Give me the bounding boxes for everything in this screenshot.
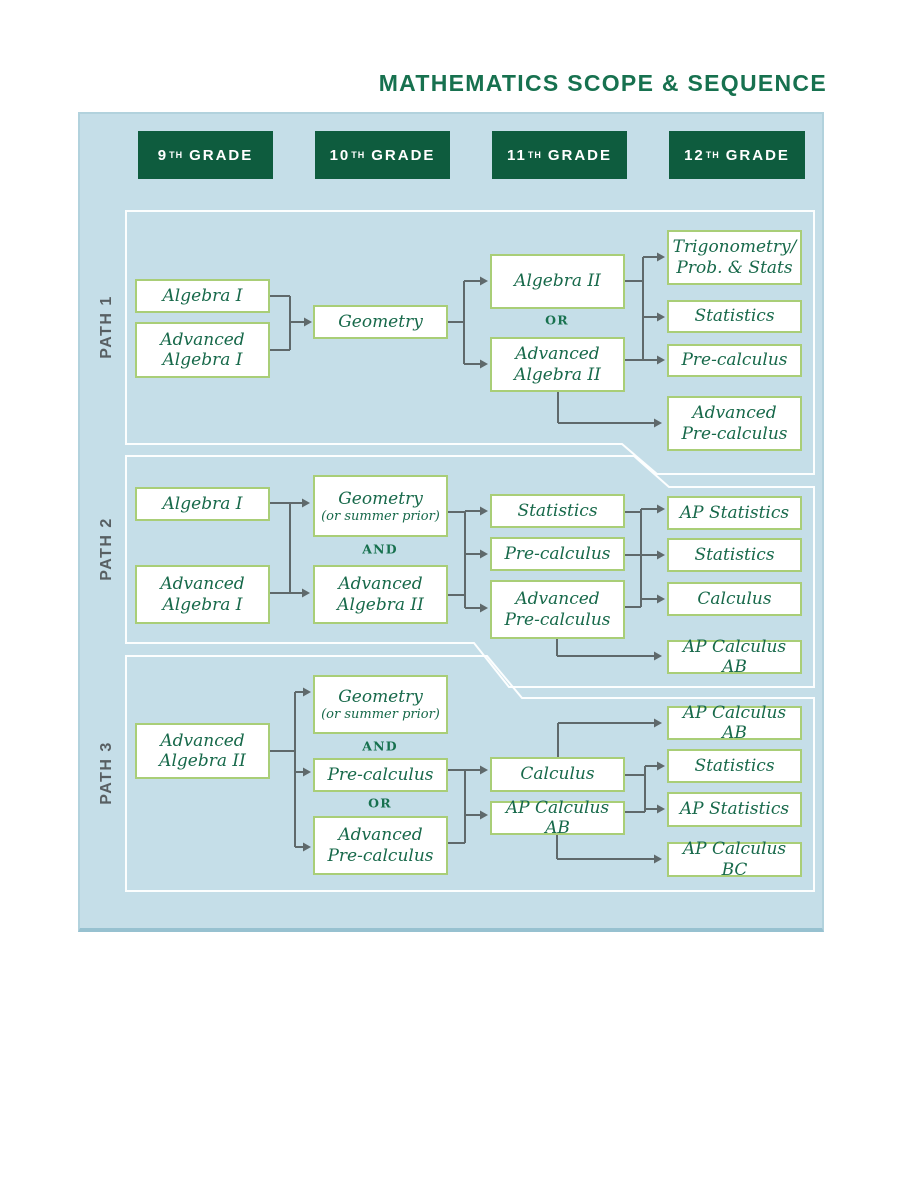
course-label: Statistics <box>694 306 775 327</box>
course-label: AP Statistics <box>679 502 790 523</box>
course-box-p2-advanced-algebra-1: Advanced Algebra I <box>135 565 270 624</box>
course-label: Advanced Pre-calculus <box>327 825 434 866</box>
page-title: MATHEMATICS SCOPE & SEQUENCE <box>378 70 827 96</box>
course-label: Calculus <box>520 764 595 785</box>
course-box-p3-ap-statistics: AP Statistics <box>667 792 802 827</box>
course-box-p1-pre-calculus: Pre-calculus <box>667 344 802 377</box>
connector-label-p3-and: AND <box>362 738 398 754</box>
course-box-p3-calculus: Calculus <box>490 757 625 792</box>
course-label: Statistics <box>694 544 775 565</box>
course-label: Algebra II <box>514 271 601 292</box>
course-label: Algebra I <box>162 285 243 306</box>
course-label: Advanced Pre-calculus <box>504 589 611 630</box>
course-box-p1-statistics: Statistics <box>667 300 802 333</box>
grade-word: GRADE <box>371 146 436 164</box>
course-sublabel: (or summer prior) <box>321 707 440 723</box>
course-label: Advanced Pre-calculus <box>681 403 788 444</box>
course-label: AP Calculus AB <box>505 797 610 838</box>
course-label: Statistics <box>517 500 598 521</box>
course-box-p2-advanced-pre-calculus: Advanced Pre-calculus <box>490 580 625 639</box>
course-label: AP Calculus BC <box>682 839 787 880</box>
course-box-p2-statistics-11: Statistics <box>490 494 625 528</box>
course-box-p2-algebra-1: Algebra I <box>135 487 270 521</box>
course-label: Advanced Algebra II <box>159 730 246 771</box>
grade-number: 9 <box>157 146 169 164</box>
course-box-p1-advanced-pre-calculus: Advanced Pre-calculus <box>667 396 802 451</box>
course-label: Pre-calculus <box>681 350 788 371</box>
course-box-p3-ap-calculus-bc: AP Calculus BC <box>667 839 802 880</box>
course-box-p3-advanced-pre-calculus: Advanced Pre-calculus <box>313 816 448 875</box>
course-box-p3-geometry: Geometry(or summer prior) <box>313 675 448 734</box>
grade-number: 10 <box>329 146 351 164</box>
path-2-label: PATH 2 <box>98 517 115 581</box>
course-box-p1-algebra-1: Algebra I <box>135 279 270 313</box>
course-label: Trigonometry/ Prob. & Stats <box>672 237 797 278</box>
course-box-p1-trigonometry-prob-stats: Trigonometry/ Prob. & Stats <box>667 230 802 285</box>
course-box-p1-geometry: Geometry <box>313 305 448 339</box>
course-box-p1-advanced-algebra-1: Advanced Algebra I <box>135 322 270 378</box>
course-label: Algebra I <box>162 493 243 514</box>
grade-number: 12 <box>684 146 705 164</box>
grade-word: GRADE <box>547 146 613 164</box>
course-label: AP Calculus AB <box>682 636 787 677</box>
course-label: Calculus <box>697 588 772 609</box>
course-box-p3-pre-calculus-10: Pre-calculus <box>313 758 448 792</box>
course-box-p2-ap-statistics: AP Statistics <box>667 496 802 530</box>
course-box-p1-advanced-algebra-2: Advanced Algebra II <box>490 337 625 392</box>
course-label: AP Statistics <box>679 799 790 820</box>
course-label: Geometry <box>338 488 423 509</box>
course-label: AP Calculus AB <box>682 702 787 743</box>
course-label: Geometry <box>338 687 423 708</box>
course-label: Advanced Algebra II <box>514 344 601 385</box>
path-3-label: PATH 3 <box>98 741 115 805</box>
course-box-p2-ap-calculus-ab: AP Calculus AB <box>667 636 802 677</box>
path-1-label: PATH 1 <box>98 295 115 359</box>
course-box-p2-calculus: Calculus <box>667 582 802 616</box>
course-box-p2-geometry: Geometry(or summer prior) <box>313 475 448 537</box>
course-label: Geometry <box>338 311 423 332</box>
course-box-p1-algebra-2: Algebra II <box>490 254 625 309</box>
course-box-p3-ap-calculus-ab-12: AP Calculus AB <box>667 702 802 743</box>
course-label: Pre-calculus <box>504 543 611 564</box>
connector-label-p1-or: OR <box>545 312 569 328</box>
connector-label-p2-and: AND <box>362 541 398 557</box>
grade-number: 11 <box>506 146 527 164</box>
course-label: Advanced Algebra I <box>160 574 245 615</box>
connector-label-p3-or: OR <box>368 795 392 811</box>
course-label: Advanced Algebra II <box>337 574 424 615</box>
grade-word: GRADE <box>189 146 254 164</box>
course-label: Advanced Algebra I <box>160 329 245 370</box>
course-box-p2-pre-calculus: Pre-calculus <box>490 537 625 571</box>
course-box-p2-statistics-12: Statistics <box>667 538 802 572</box>
course-box-p3-ap-calculus-ab-11: AP Calculus AB <box>490 797 625 838</box>
course-box-p3-statistics: Statistics <box>667 749 802 783</box>
grade-word: GRADE <box>725 146 790 164</box>
course-sublabel: (or summer prior) <box>321 508 440 524</box>
course-box-p2-advanced-algebra-2: Advanced Algebra II <box>313 565 448 624</box>
course-box-p3-advanced-algebra-2: Advanced Algebra II <box>135 723 270 779</box>
course-label: Statistics <box>694 755 775 776</box>
course-label: Pre-calculus <box>327 764 434 785</box>
